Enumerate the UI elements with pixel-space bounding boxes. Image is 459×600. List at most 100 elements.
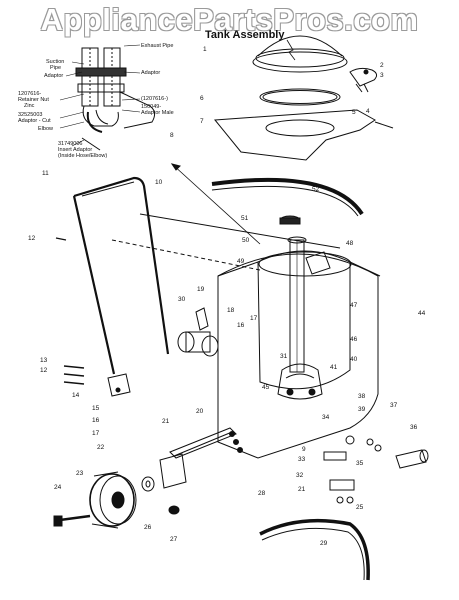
callout-35: 35 [356,460,364,467]
axle-bracket-21 [159,453,187,489]
callout-46: 46 [350,336,358,343]
gasket-ring-6 [259,88,341,106]
callout-12a: 12 [28,235,36,242]
callout-51: 51 [241,215,249,222]
watermark: AppliancePartsPros.com [40,2,419,37]
callout-16a: 16 [92,417,100,424]
float-48 [305,251,331,275]
inset-leaders [59,44,141,147]
callout-3: 3 [380,72,384,79]
label-adaptor-cut-2: Adaptor - Cut [18,118,51,124]
callout-20: 20 [196,408,204,415]
valve-parts-36 [323,435,429,504]
callout-5: 5 [352,109,356,116]
callout-40: 40 [350,356,358,363]
callout-44: 44 [418,310,426,317]
callout-45: 45 [262,384,270,391]
nut-27 [168,505,180,515]
callout-26: 26 [144,524,152,531]
callout-49: 49 [237,258,245,265]
callout-1: 1 [203,46,207,53]
label-insert-adaptor-3: (Inside Hose/Elbow) [58,153,108,159]
label-insert-adaptor-1: 31749006 [58,141,83,147]
handle-11 [72,176,170,375]
callout-6: 6 [200,95,204,102]
callout-30: 30 [178,296,186,303]
callout-21a: 21 [162,418,170,425]
callout-24: 24 [54,484,62,491]
label-retainer-nut-2: Retainer Nut [18,97,49,103]
standpipe-47 [287,236,307,373]
label-adaptor-left: Adaptor [44,73,64,79]
tank-body-44 [217,250,381,459]
label-suction-pipe-1: Suction [46,59,65,65]
callout-31: 31 [280,353,288,360]
label-retainer-nut-1: 1207616- [18,91,42,97]
washer-26 [141,476,155,492]
callout-11: 11 [42,170,49,177]
callout-10: 10 [155,179,163,186]
callout-48: 48 [346,240,354,247]
diagram-title: Tank Assembly [205,29,285,41]
callout-8: 8 [170,132,174,139]
label-elbow: Elbow [38,126,53,132]
motor-assembly-45 [277,363,323,400]
label-adaptor-male-3: Adaptor Male [141,110,174,116]
label-retainer-nut-3: Zinc [24,103,35,109]
callout-25: 25 [356,504,364,511]
label-insert-adaptor-2: Insert Adaptor [58,147,93,153]
axle-20 [169,427,237,459]
lid-latch [349,67,378,93]
callout-23: 23 [76,470,84,477]
dome-part-1 [252,35,348,73]
callout-29: 29 [320,540,328,547]
callout-17b: 17 [250,315,258,322]
callout-27: 27 [170,536,178,543]
callout-4: 4 [366,108,370,115]
rod-10 [139,213,341,249]
label-adaptor-right: Adaptor [141,70,161,76]
callout-37: 37 [390,402,398,409]
bolt-12 [55,237,85,385]
callout-18: 18 [227,307,235,314]
gasket-strip-52 [211,177,364,216]
callout-16b: 16 [237,322,245,329]
callout-14: 14 [72,392,80,399]
callout-21b: 21 [298,486,306,493]
callout-22: 22 [97,444,105,451]
nut-51 [279,215,301,225]
label-exhaust-pipe: Exhaust Pipe [141,43,174,49]
callout-19: 19 [197,286,205,293]
callout-47: 47 [350,302,358,309]
label-suction-pipe-2: Pipe [50,65,62,71]
top-plate-7 [214,109,394,161]
callout-15: 15 [92,405,100,412]
callout-39: 39 [358,406,366,413]
strip-29 [259,518,370,581]
bolt-24 [59,514,91,522]
callout-2: 2 [380,62,384,69]
callout-17a: 17 [92,430,100,437]
callout-7: 7 [200,118,204,125]
callout-9: 9 [302,446,306,453]
callout-28: 28 [258,490,266,497]
screws-28 [229,431,243,453]
label-adaptor-male-2: 150049- [141,104,162,110]
callout-33: 33 [298,456,306,463]
label-adaptor-cut-1: 32525003 [18,112,43,118]
callout-32: 32 [296,472,304,479]
coupling-30 [177,331,219,357]
callout-34: 34 [322,414,330,421]
callout-12b: 12 [40,367,48,374]
callout-41: 41 [330,364,338,371]
callout-52: 52 [312,186,320,193]
callout-38: 38 [358,393,366,400]
bracket-15 [107,373,131,397]
wheel-22 [89,471,137,529]
clamp-19 [195,307,209,331]
callout-50: 50 [242,237,250,244]
callout-13: 13 [40,357,48,364]
label-adaptor-male-1: (1207616-) [141,96,168,102]
